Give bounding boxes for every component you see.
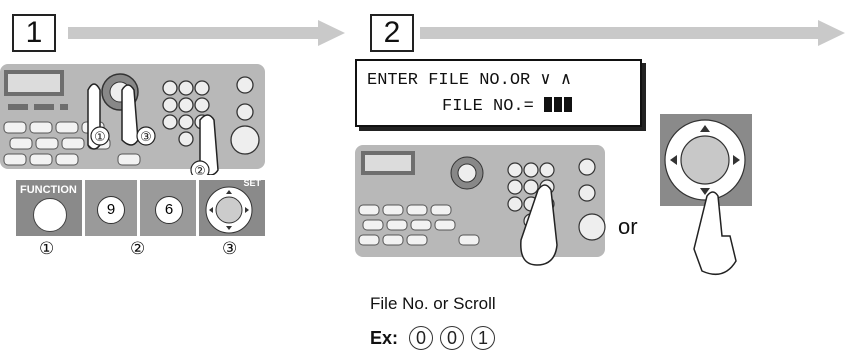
step-arrows [68,20,845,46]
arrow-step1 [68,20,345,46]
key-9-tile: 9 [85,180,137,236]
key-9-label: 9 [106,201,116,218]
caption: File No. or Scroll [370,294,496,313]
example: Ex: 0 0 1 [370,326,497,350]
callout-1-circle [90,126,110,146]
cursor-block [544,97,553,112]
callout-3-circle [136,126,156,146]
callout-2: ② [194,164,206,175]
control-panel-illustration-2 [355,145,606,266]
digit-0: 0 [440,326,465,350]
or-label: or [618,214,638,239]
up-arrow-icon [700,125,710,132]
set-label: SET [243,178,261,188]
digit-0: 0 [409,326,434,350]
key-9: 9 [97,196,125,224]
callout-2-circle [190,160,210,175]
example-label: Ex: [370,328,399,348]
step-1-box: 1 [12,14,56,52]
lcd-display: ENTER FILE NO.OR ∨ ∧ FILE NO.= [355,59,642,127]
set-key-tile: SET [199,178,265,236]
navigation-pad-icon [205,186,253,234]
step-2-box: 2 [370,14,414,52]
lcd-line-1: ENTER FILE NO.OR ∨ ∧ [367,71,572,90]
step1-callout-label-2: ② [130,239,146,259]
key-6-tile: 6 [140,180,196,236]
control-panel-illustration-1: ① ③ ② [0,64,265,175]
right-arrow-icon [733,155,740,165]
left-arrow-icon [670,155,677,165]
cursor-block [564,97,573,112]
cursor-block [554,97,563,112]
down-arrow-icon [700,188,710,195]
navigation-pad-illustration [660,114,752,276]
function-button [33,198,67,232]
arrow-step2 [420,20,845,46]
pointing-hand-icon [693,191,737,276]
function-label: FUNCTION [20,184,77,196]
function-key: FUNCTION [16,180,82,236]
callout-1: ① [94,130,106,145]
step1-callout-label-1: ① [39,239,55,259]
key-6-label: 6 [164,201,174,218]
lcd-line-2-wrap: FILE NO.= [442,97,574,116]
key-6: 6 [155,196,183,224]
step1-callout-label-3: ③ [222,239,238,259]
lcd-line-2: FILE NO.= [442,97,534,116]
digit-1: 1 [471,326,496,350]
callout-3: ③ [140,130,152,145]
